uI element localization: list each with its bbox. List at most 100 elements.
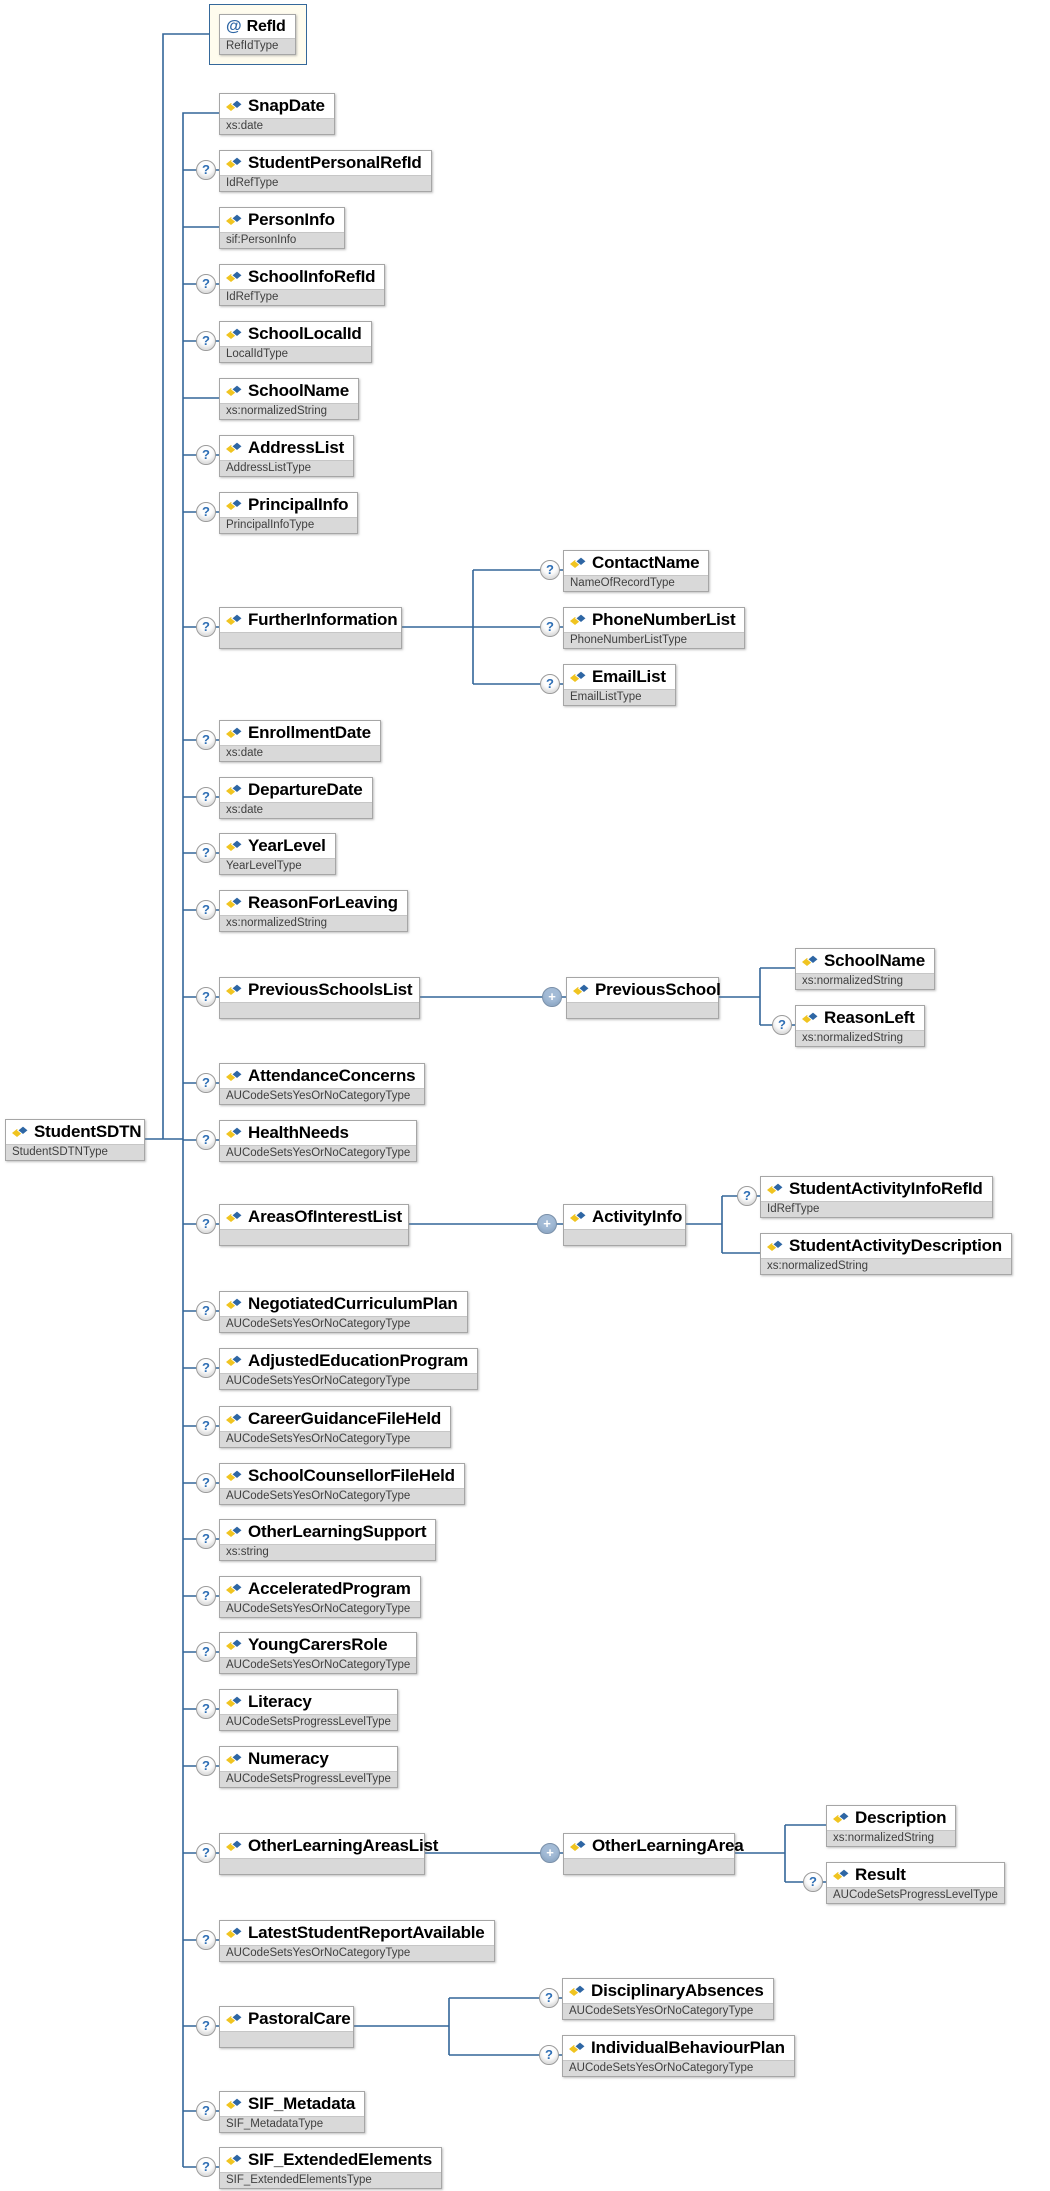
optional-marker-SchoolInfoRefId: ? <box>196 274 216 294</box>
element-icon <box>226 155 243 168</box>
element-icon <box>226 1581 243 1594</box>
element-icon <box>226 838 243 851</box>
element-type: xs:string <box>220 1544 436 1560</box>
element-name: StudentPersonalRefId <box>248 153 422 172</box>
repeat-marker-ActivityInfo: + <box>537 1214 557 1234</box>
element-type <box>220 1229 408 1245</box>
element-name: PersonInfo <box>248 210 335 229</box>
element-node-Description[interactable]: Description xs:normalizedString <box>826 1805 957 1847</box>
element-node-StudentSDTN[interactable]: StudentSDTN StudentSDTNType <box>5 1119 145 1161</box>
element-type: xs:date <box>220 745 380 761</box>
element-name: SIF_Metadata <box>248 2094 356 2113</box>
element-node-FurtherInformation[interactable]: FurtherInformation <box>219 607 402 649</box>
element-node-OtherLearningAreasList[interactable]: OtherLearningAreasList <box>219 1833 438 1875</box>
element-name: SchoolCounsellorFileHeld <box>248 1466 455 1485</box>
element-type <box>220 1002 419 1018</box>
element-type: AUCodeSetsYesOrNoCategoryType <box>220 1373 478 1389</box>
optional-marker-AddressList: ? <box>196 445 216 465</box>
element-name: PhoneNumberList <box>592 610 736 629</box>
element-type: xs:normalizedString <box>827 1830 956 1846</box>
element-type: AUCodeSetsYesOrNoCategoryType <box>220 1945 494 1961</box>
element-node-StudentActivityDescription[interactable]: StudentActivityDescription xs:normalizedS… <box>760 1233 1012 1275</box>
element-node-ActivityInfo[interactable]: ActivityInfo <box>563 1204 686 1246</box>
element-name: AreasOfInterestList <box>248 1207 402 1226</box>
element-node-PastoralCare[interactable]: PastoralCare <box>219 2006 354 2048</box>
element-type: xs:normalizedString <box>220 915 407 931</box>
element-node-OtherLearningSupport[interactable]: OtherLearningSupport xs:string <box>219 1519 437 1561</box>
element-name: SnapDate <box>248 96 325 115</box>
optional-marker-ContactName: ? <box>540 560 560 580</box>
element-icon <box>767 1181 784 1194</box>
element-name: EmailList <box>592 667 666 686</box>
element-icon <box>226 782 243 795</box>
element-node-PreviousSchool[interactable]: PreviousSchool <box>566 977 721 1019</box>
attribute-icon: @ <box>226 17 242 35</box>
element-type: StudentSDTNType <box>6 1144 144 1160</box>
element-name: OtherLearningSupport <box>248 1522 427 1541</box>
element-name: AcceleratedProgram <box>248 1579 411 1598</box>
element-name: StudentActivityDescription <box>789 1236 1002 1255</box>
element-name: HealthNeeds <box>248 1123 349 1142</box>
element-type: xs:normalizedString <box>796 1030 924 1046</box>
optional-marker-SchoolCounsellorFileHeld: ? <box>196 1473 216 1493</box>
element-name: YearLevel <box>248 836 326 855</box>
element-node-PreviousSchoolsList[interactable]: PreviousSchoolsList <box>219 977 420 1019</box>
optional-marker-HealthNeeds: ? <box>196 1130 216 1150</box>
optional-marker-NegotiatedCurriculumPlan: ? <box>196 1301 216 1321</box>
element-type: SIF_MetadataType <box>220 2116 365 2132</box>
element-icon <box>226 2096 243 2109</box>
optional-marker-YoungCarersRole: ? <box>196 1642 216 1662</box>
element-type: AUCodeSetsYesOrNoCategoryType <box>220 1601 420 1617</box>
repeat-marker-OtherLearningArea: + <box>540 1843 560 1863</box>
optional-marker-YearLevel: ? <box>196 843 216 863</box>
element-node-AreasOfInterestList[interactable]: AreasOfInterestList <box>219 1204 409 1246</box>
attribute-node-RefId[interactable]: @RefId RefIdType <box>219 14 296 55</box>
element-icon <box>802 953 819 966</box>
element-name: Description <box>855 1808 947 1827</box>
element-name: SIF_ExtendedElements <box>248 2150 433 2169</box>
element-type: AUCodeSetsProgressLevelType <box>827 1887 1004 1903</box>
element-node-OtherLearningArea[interactable]: OtherLearningArea <box>563 1833 744 1875</box>
element-type: AUCodeSetsYesOrNoCategoryType <box>563 2003 773 2019</box>
element-type: xs:normalizedString <box>761 1258 1011 1274</box>
optional-marker-Numeracy: ? <box>196 1756 216 1776</box>
element-type: IdRefType <box>220 175 431 191</box>
element-type: AUCodeSetsYesOrNoCategoryType <box>220 1657 417 1673</box>
element-icon <box>570 555 587 568</box>
element-icon <box>226 1694 243 1707</box>
